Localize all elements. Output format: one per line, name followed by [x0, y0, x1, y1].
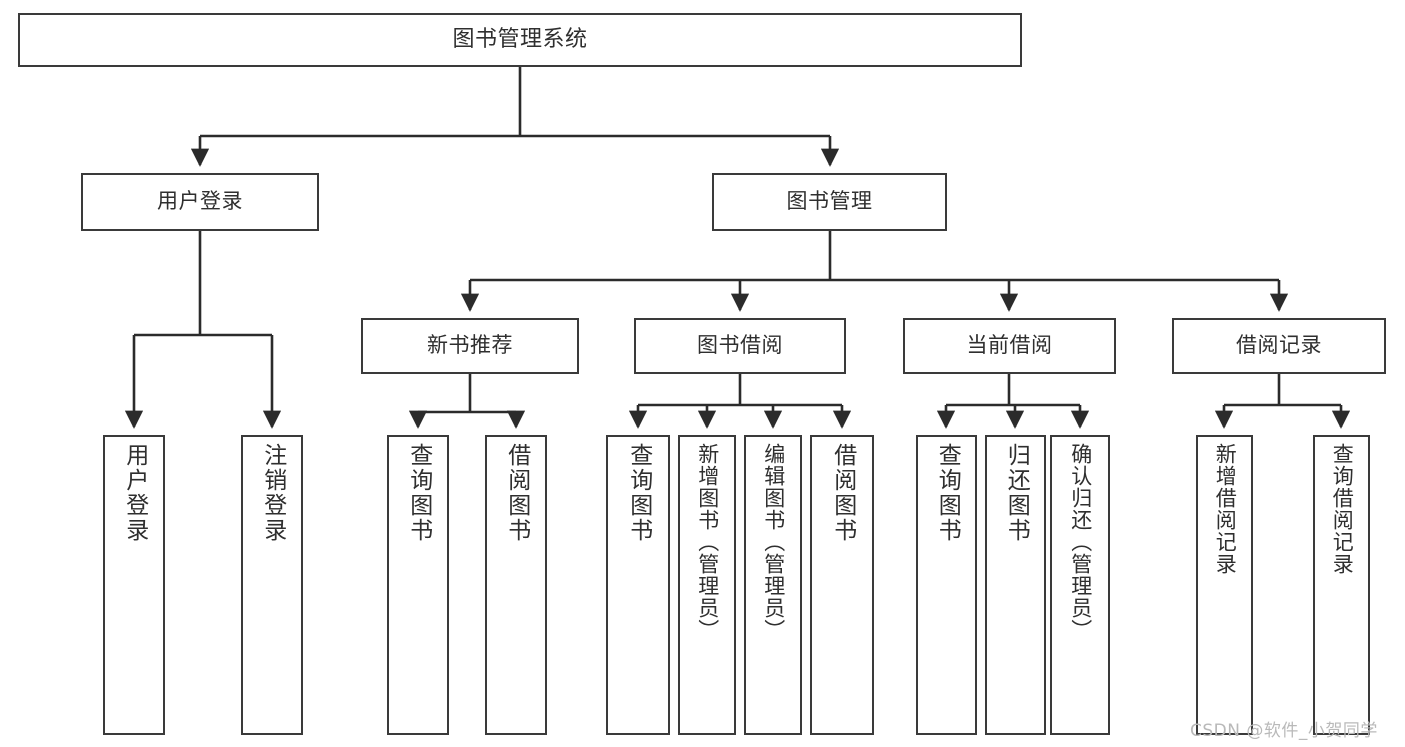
node-label: 图书管理	[786, 189, 873, 214]
node-label: 编辑图书（管理员）	[761, 443, 786, 641]
node-leaf-edit-book-admin[interactable]: 编辑图书（管理员）	[744, 435, 802, 735]
node-borrow-record[interactable]: 借阅记录	[1172, 318, 1386, 374]
node-label: 归还图书	[1003, 443, 1030, 543]
node-leaf-query-book-current[interactable]: 查询图书	[916, 435, 977, 735]
node-label: 用户登录	[157, 189, 243, 214]
node-leaf-query-book-borrow[interactable]: 查询图书	[606, 435, 670, 735]
node-root-system[interactable]: 图书管理系统	[18, 13, 1022, 67]
node-leaf-confirm-return-admin[interactable]: 确认归还（管理员）	[1050, 435, 1110, 735]
node-label: 查询图书	[934, 443, 961, 543]
node-label: 确认归还（管理员）	[1068, 443, 1093, 641]
node-label: 新增借阅记录	[1213, 443, 1238, 575]
node-label: 新书推荐	[427, 333, 513, 358]
node-leaf-add-book-admin[interactable]: 新增图书（管理员）	[678, 435, 736, 735]
node-leaf-return-book[interactable]: 归还图书	[985, 435, 1046, 735]
node-leaf-borrow-book-recommend[interactable]: 借阅图书	[485, 435, 547, 735]
node-book-borrow[interactable]: 图书借阅	[634, 318, 846, 374]
node-label: 图书借阅	[697, 333, 783, 358]
node-label: 图书管理系统	[452, 26, 588, 52]
node-label: 借阅图书	[503, 443, 530, 543]
node-label: 注销登录	[259, 443, 286, 543]
node-leaf-query-book-recommend[interactable]: 查询图书	[387, 435, 449, 735]
node-book-admin[interactable]: 图书管理	[712, 173, 947, 231]
node-leaf-add-borrow-record[interactable]: 新增借阅记录	[1196, 435, 1253, 735]
node-label: 查询借阅记录	[1330, 443, 1355, 575]
node-leaf-user-login[interactable]: 用户登录	[103, 435, 165, 735]
node-new-book-recommendation[interactable]: 新书推荐	[361, 318, 579, 374]
node-label: 查询图书	[625, 443, 652, 543]
node-label: 查询图书	[405, 443, 432, 543]
node-label: 借阅记录	[1236, 333, 1322, 358]
node-label: 借阅图书	[829, 443, 856, 543]
node-current-borrow[interactable]: 当前借阅	[903, 318, 1116, 374]
node-label: 新增图书（管理员）	[695, 443, 720, 641]
node-leaf-borrow-book-borrow[interactable]: 借阅图书	[810, 435, 874, 735]
node-label: 当前借阅	[966, 333, 1053, 358]
node-label: 用户登录	[121, 443, 148, 543]
node-leaf-query-borrow-record[interactable]: 查询借阅记录	[1313, 435, 1370, 735]
node-leaf-user-logout[interactable]: 注销登录	[241, 435, 303, 735]
node-user-login[interactable]: 用户登录	[81, 173, 319, 231]
csdn-watermark: CSDN @软件_小贺同学	[1190, 721, 1378, 741]
